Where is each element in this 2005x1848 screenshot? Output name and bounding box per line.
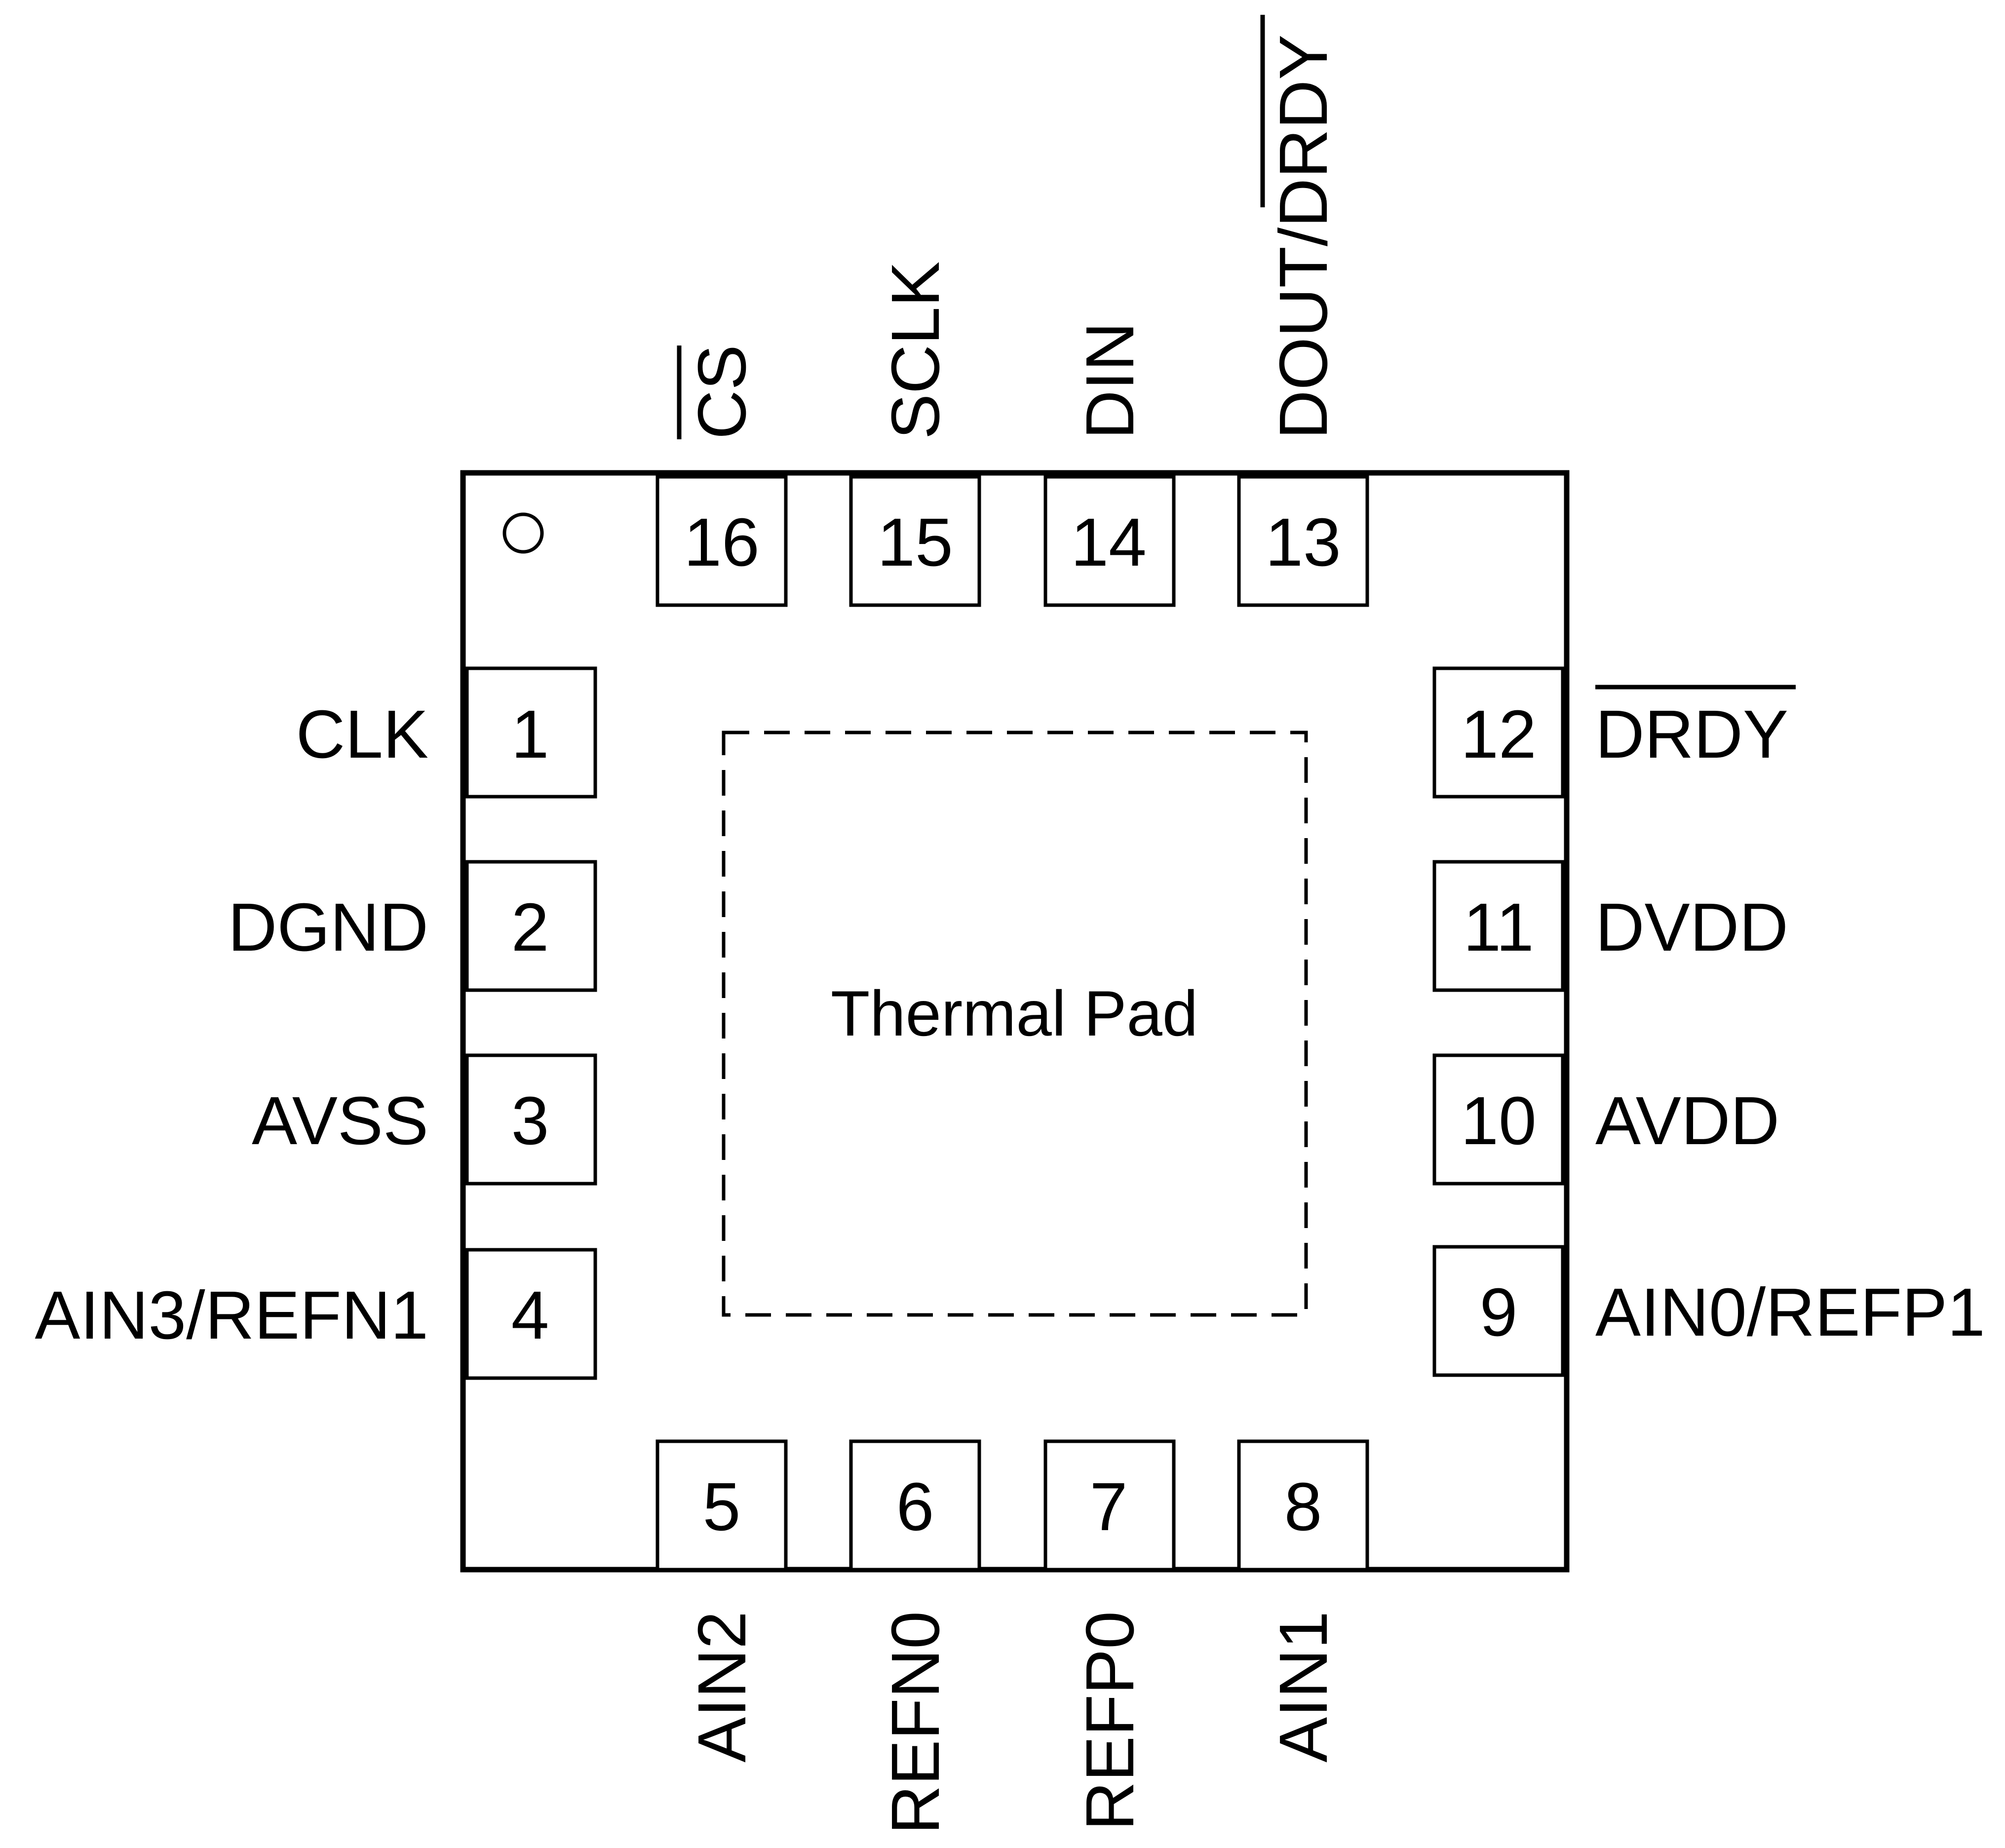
- pin-label-9: AIN0/REFP1: [1595, 1274, 1985, 1350]
- pad-7: [1043, 1439, 1176, 1572]
- pad-number-4: 4: [511, 1277, 549, 1353]
- pad-number-2: 2: [511, 889, 549, 965]
- pad-1: [465, 666, 597, 799]
- pad-11: [1432, 860, 1565, 992]
- pad-2: [465, 860, 597, 992]
- pad-15: [849, 475, 981, 607]
- pad-14: [1043, 475, 1176, 607]
- pin-label-4: AIN3/REFN1: [35, 1277, 428, 1353]
- pin-14: 14 DIN: [1043, 322, 1176, 607]
- pad-4: [465, 1248, 597, 1380]
- pad-8: [1237, 1439, 1369, 1572]
- pad-16: [655, 475, 788, 607]
- pin-label-5: AIN2: [684, 1611, 760, 1763]
- pin-label-10: AVDD: [1595, 1083, 1779, 1159]
- pad-number-6: 6: [896, 1469, 934, 1545]
- pin-16: 16 CS: [655, 345, 788, 607]
- pad-number-16: 16: [684, 504, 760, 580]
- pad-5: [655, 1439, 788, 1572]
- pad-number-3: 3: [511, 1083, 549, 1159]
- pin-3: 3 AVSS: [252, 1053, 597, 1186]
- pin-15: 15 SCLK: [849, 262, 981, 607]
- thermal-pad-label: Thermal Pad: [831, 977, 1198, 1049]
- pin-label-14: DIN: [1072, 322, 1148, 439]
- pin-8: 8 AIN1: [1237, 1439, 1369, 1763]
- pad-10: [1432, 1053, 1565, 1186]
- pin-label-1: CLK: [296, 696, 428, 772]
- pad-number-11: 11: [1463, 889, 1534, 965]
- pad-number-1: 1: [511, 696, 549, 772]
- pin-label-12: DRDY: [1595, 696, 1788, 772]
- pad-9: [1432, 1245, 1565, 1377]
- pin-label-2: DGND: [228, 889, 428, 965]
- pin-label-13: DOUT/DRDY: [1266, 35, 1342, 439]
- pin-1: 1 CLK: [296, 666, 597, 799]
- pin-label-8: AIN1: [1266, 1611, 1342, 1763]
- pin-label-6: REFN0: [878, 1611, 954, 1834]
- pad-number-15: 15: [877, 504, 953, 580]
- pin-11: 11 DVDD: [1432, 860, 1788, 992]
- pin1-indicator-icon: [502, 512, 544, 554]
- pin-10: 10 AVDD: [1432, 1053, 1779, 1186]
- pin-7: 7 REFP0: [1043, 1439, 1176, 1831]
- pad-number-8: 8: [1284, 1469, 1322, 1545]
- pin-13: 13 DOUT/DRDY: [1237, 15, 1369, 607]
- package-outline: [460, 470, 1570, 1573]
- pin-9: 9 AIN0/REFP1: [1432, 1245, 1985, 1377]
- pin-label-16: CS: [684, 345, 760, 439]
- pin-label-13-plain: DOUT/: [1266, 227, 1342, 439]
- pad-number-9: 9: [1480, 1274, 1518, 1350]
- pad-number-7: 7: [1090, 1469, 1128, 1545]
- pad-number-5: 5: [703, 1469, 741, 1545]
- pin-label-15: SCLK: [878, 262, 954, 440]
- pad-number-12: 12: [1461, 696, 1537, 772]
- pin-label-7: REFP0: [1072, 1611, 1148, 1831]
- pin-4: 4 AIN3/REFN1: [35, 1248, 597, 1380]
- pad-6: [849, 1439, 981, 1572]
- pin-label-11: DVDD: [1595, 889, 1788, 965]
- pad-13: [1237, 475, 1369, 607]
- pin-label-13-overbar-part: DRDY: [1266, 35, 1342, 228]
- pad-number-14: 14: [1071, 504, 1147, 580]
- pin-2: 2 DGND: [228, 860, 597, 992]
- pad-number-13: 13: [1265, 504, 1341, 580]
- pin-6: 6 REFN0: [849, 1439, 981, 1834]
- pin-label-3: AVSS: [252, 1083, 428, 1159]
- pad-3: [465, 1053, 597, 1186]
- pin-5: 5 AIN2: [655, 1439, 788, 1763]
- pin-12: 12 DRDY: [1432, 666, 1796, 799]
- pad-12: [1432, 666, 1565, 799]
- pad-number-10: 10: [1461, 1083, 1537, 1159]
- thermal-pad-outline: [722, 731, 1308, 1317]
